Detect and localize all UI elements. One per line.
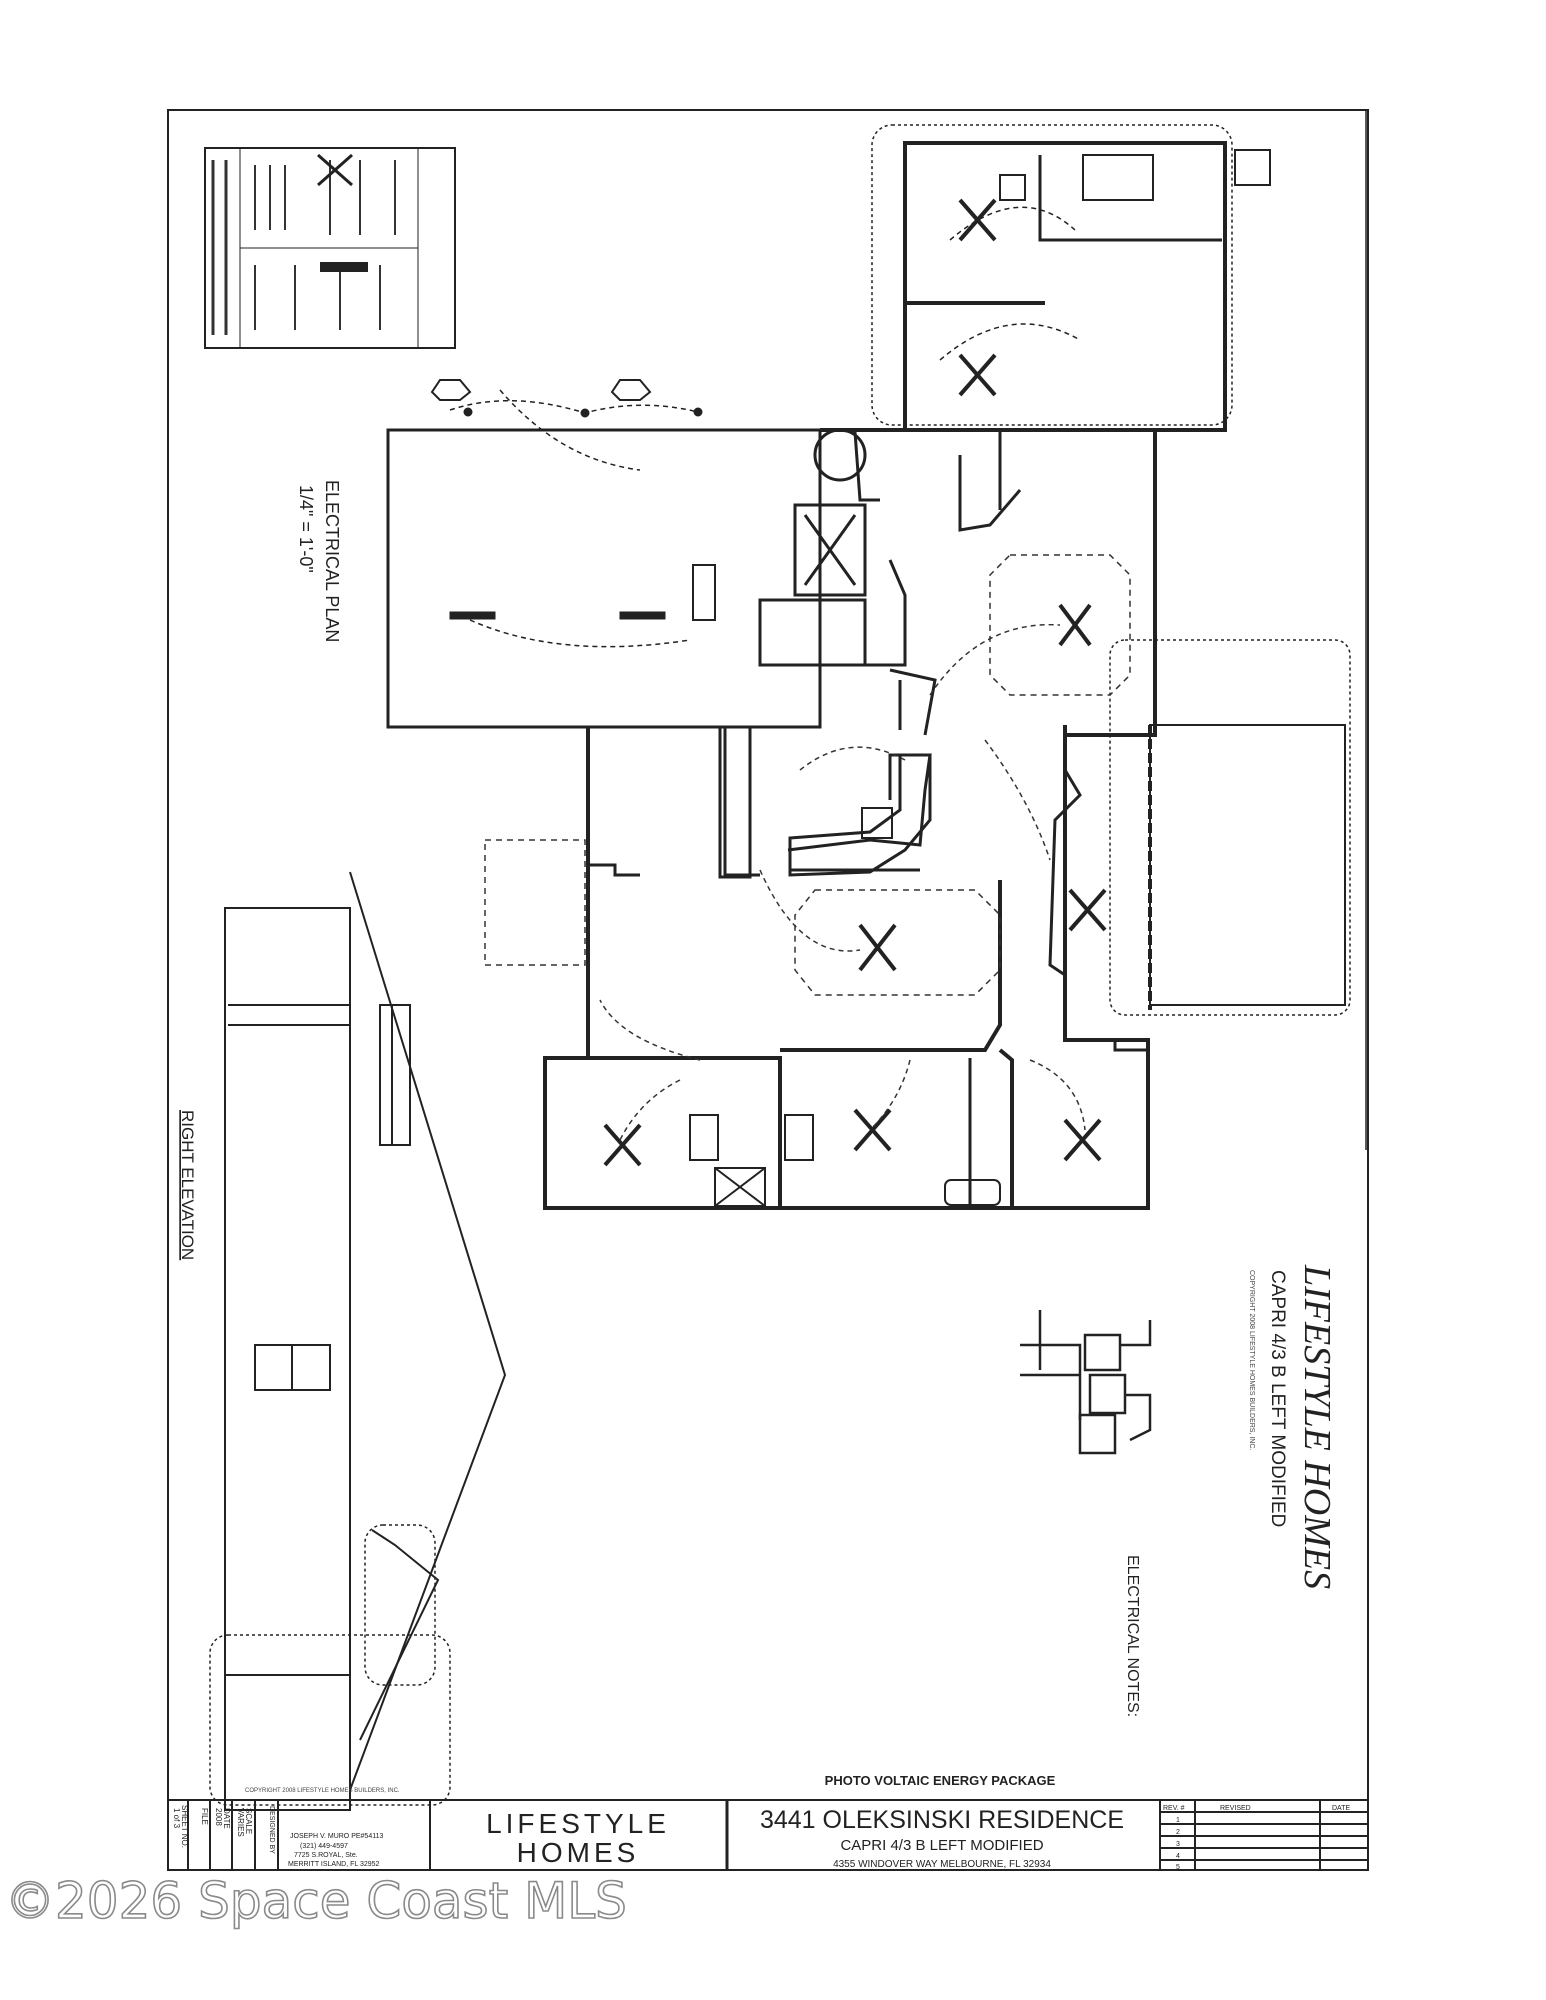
engineer-addr2: MERRITT ISLAND, FL 32952 <box>288 1861 380 1868</box>
package-label: PHOTO VOLTAIC ENERGY PACKAGE <box>825 1773 1056 1788</box>
fan-icon <box>1063 1118 1102 1162</box>
engineer-addr1: 7725 S.ROYAL, Ste. <box>294 1852 358 1859</box>
project-address: 4355 WINDOVER WAY MELBOURNE, FL 32934 <box>833 1859 1051 1870</box>
wiring-arcs <box>599 623 1086 1141</box>
elevation-label: RIGHT ELEVATION <box>178 1110 197 1260</box>
sheet-border <box>167 109 1369 1871</box>
rev-number: 5 <box>1176 1864 1180 1871</box>
brand-line2: HOMES <box>517 1837 640 1868</box>
garage-room <box>386 379 822 729</box>
plan-scale: 1/4" = 1'-0" <box>296 485 316 573</box>
sheet-label: SHEET NO. <box>180 1805 189 1848</box>
notes-title: ELECTRICAL NOTES: <box>1124 1555 1141 1717</box>
plan-title: ELECTRICAL PLAN <box>322 480 342 642</box>
date-value: 2008 <box>214 1808 223 1826</box>
legend-fixture-icon <box>320 262 368 272</box>
right-elevation-drawing <box>209 871 507 1811</box>
rev-header: REV. # <box>1163 1805 1185 1812</box>
engineer-phone: (321) 449-4597 <box>300 1843 348 1850</box>
fan-icon <box>603 1123 642 1167</box>
kitchen-island <box>788 753 932 877</box>
tray-ceilings <box>484 554 1131 996</box>
fan-icon <box>958 353 997 397</box>
rev-number: 2 <box>1176 1829 1180 1836</box>
addition-room <box>871 124 1271 432</box>
fan-icon <box>858 923 897 972</box>
bath-fixtures <box>689 1114 1001 1207</box>
fan-icon <box>1068 888 1107 932</box>
designed-label: DESIGNED BY <box>268 1806 275 1854</box>
house-outline <box>543 428 1157 1210</box>
rev-number: 1 <box>1176 1817 1180 1824</box>
date-header: DATE <box>1332 1805 1350 1812</box>
brand-line1: LIFESTYLE <box>486 1808 670 1839</box>
legend-fan-icon <box>317 153 353 187</box>
fan-icon <box>853 1108 892 1152</box>
riser-diagram <box>1020 1310 1152 1455</box>
sheet-value: 1 of 3 <box>172 1808 181 1829</box>
mls-watermark: ©2026 Space Coast MLS <box>5 1872 627 1930</box>
scale-label: SCALE <box>244 1808 253 1834</box>
fan-icon <box>958 198 997 242</box>
symbol-legend <box>204 147 456 349</box>
side-copyright: COPYRIGHT 2008 LIFESTYLE HOMES BUILDERS,… <box>1248 1270 1255 1450</box>
ceiling-fan-icons <box>603 198 1107 1167</box>
side-model: CAPRI 4/3 B LEFT MODIFIED <box>1267 1270 1288 1527</box>
title-block <box>167 1799 1369 1871</box>
copyright-small: COPYRIGHT 2008 LIFESTYLE HOMES BUILDERS,… <box>245 1788 400 1794</box>
engineer-name: JOSEPH V. MURO PE#54113 <box>290 1833 383 1840</box>
file-label: FILE <box>200 1808 209 1825</box>
revised-header: REVISED <box>1220 1805 1251 1812</box>
rev-number: 4 <box>1176 1853 1180 1860</box>
side-brand: LIFESTYLE HOMES <box>1296 1264 1338 1589</box>
rev-number: 3 <box>1176 1841 1180 1848</box>
date-label: DATE <box>222 1808 231 1829</box>
covered-patio <box>1109 639 1351 1016</box>
project-model: CAPRI 4/3 B LEFT MODIFIED <box>840 1837 1043 1854</box>
project-title: 3441 OLEKSINSKI RESIDENCE <box>760 1806 1124 1834</box>
interior-walls <box>588 428 1148 1052</box>
fan-icon <box>1058 603 1092 647</box>
scale-value: VARIES <box>236 1808 245 1837</box>
